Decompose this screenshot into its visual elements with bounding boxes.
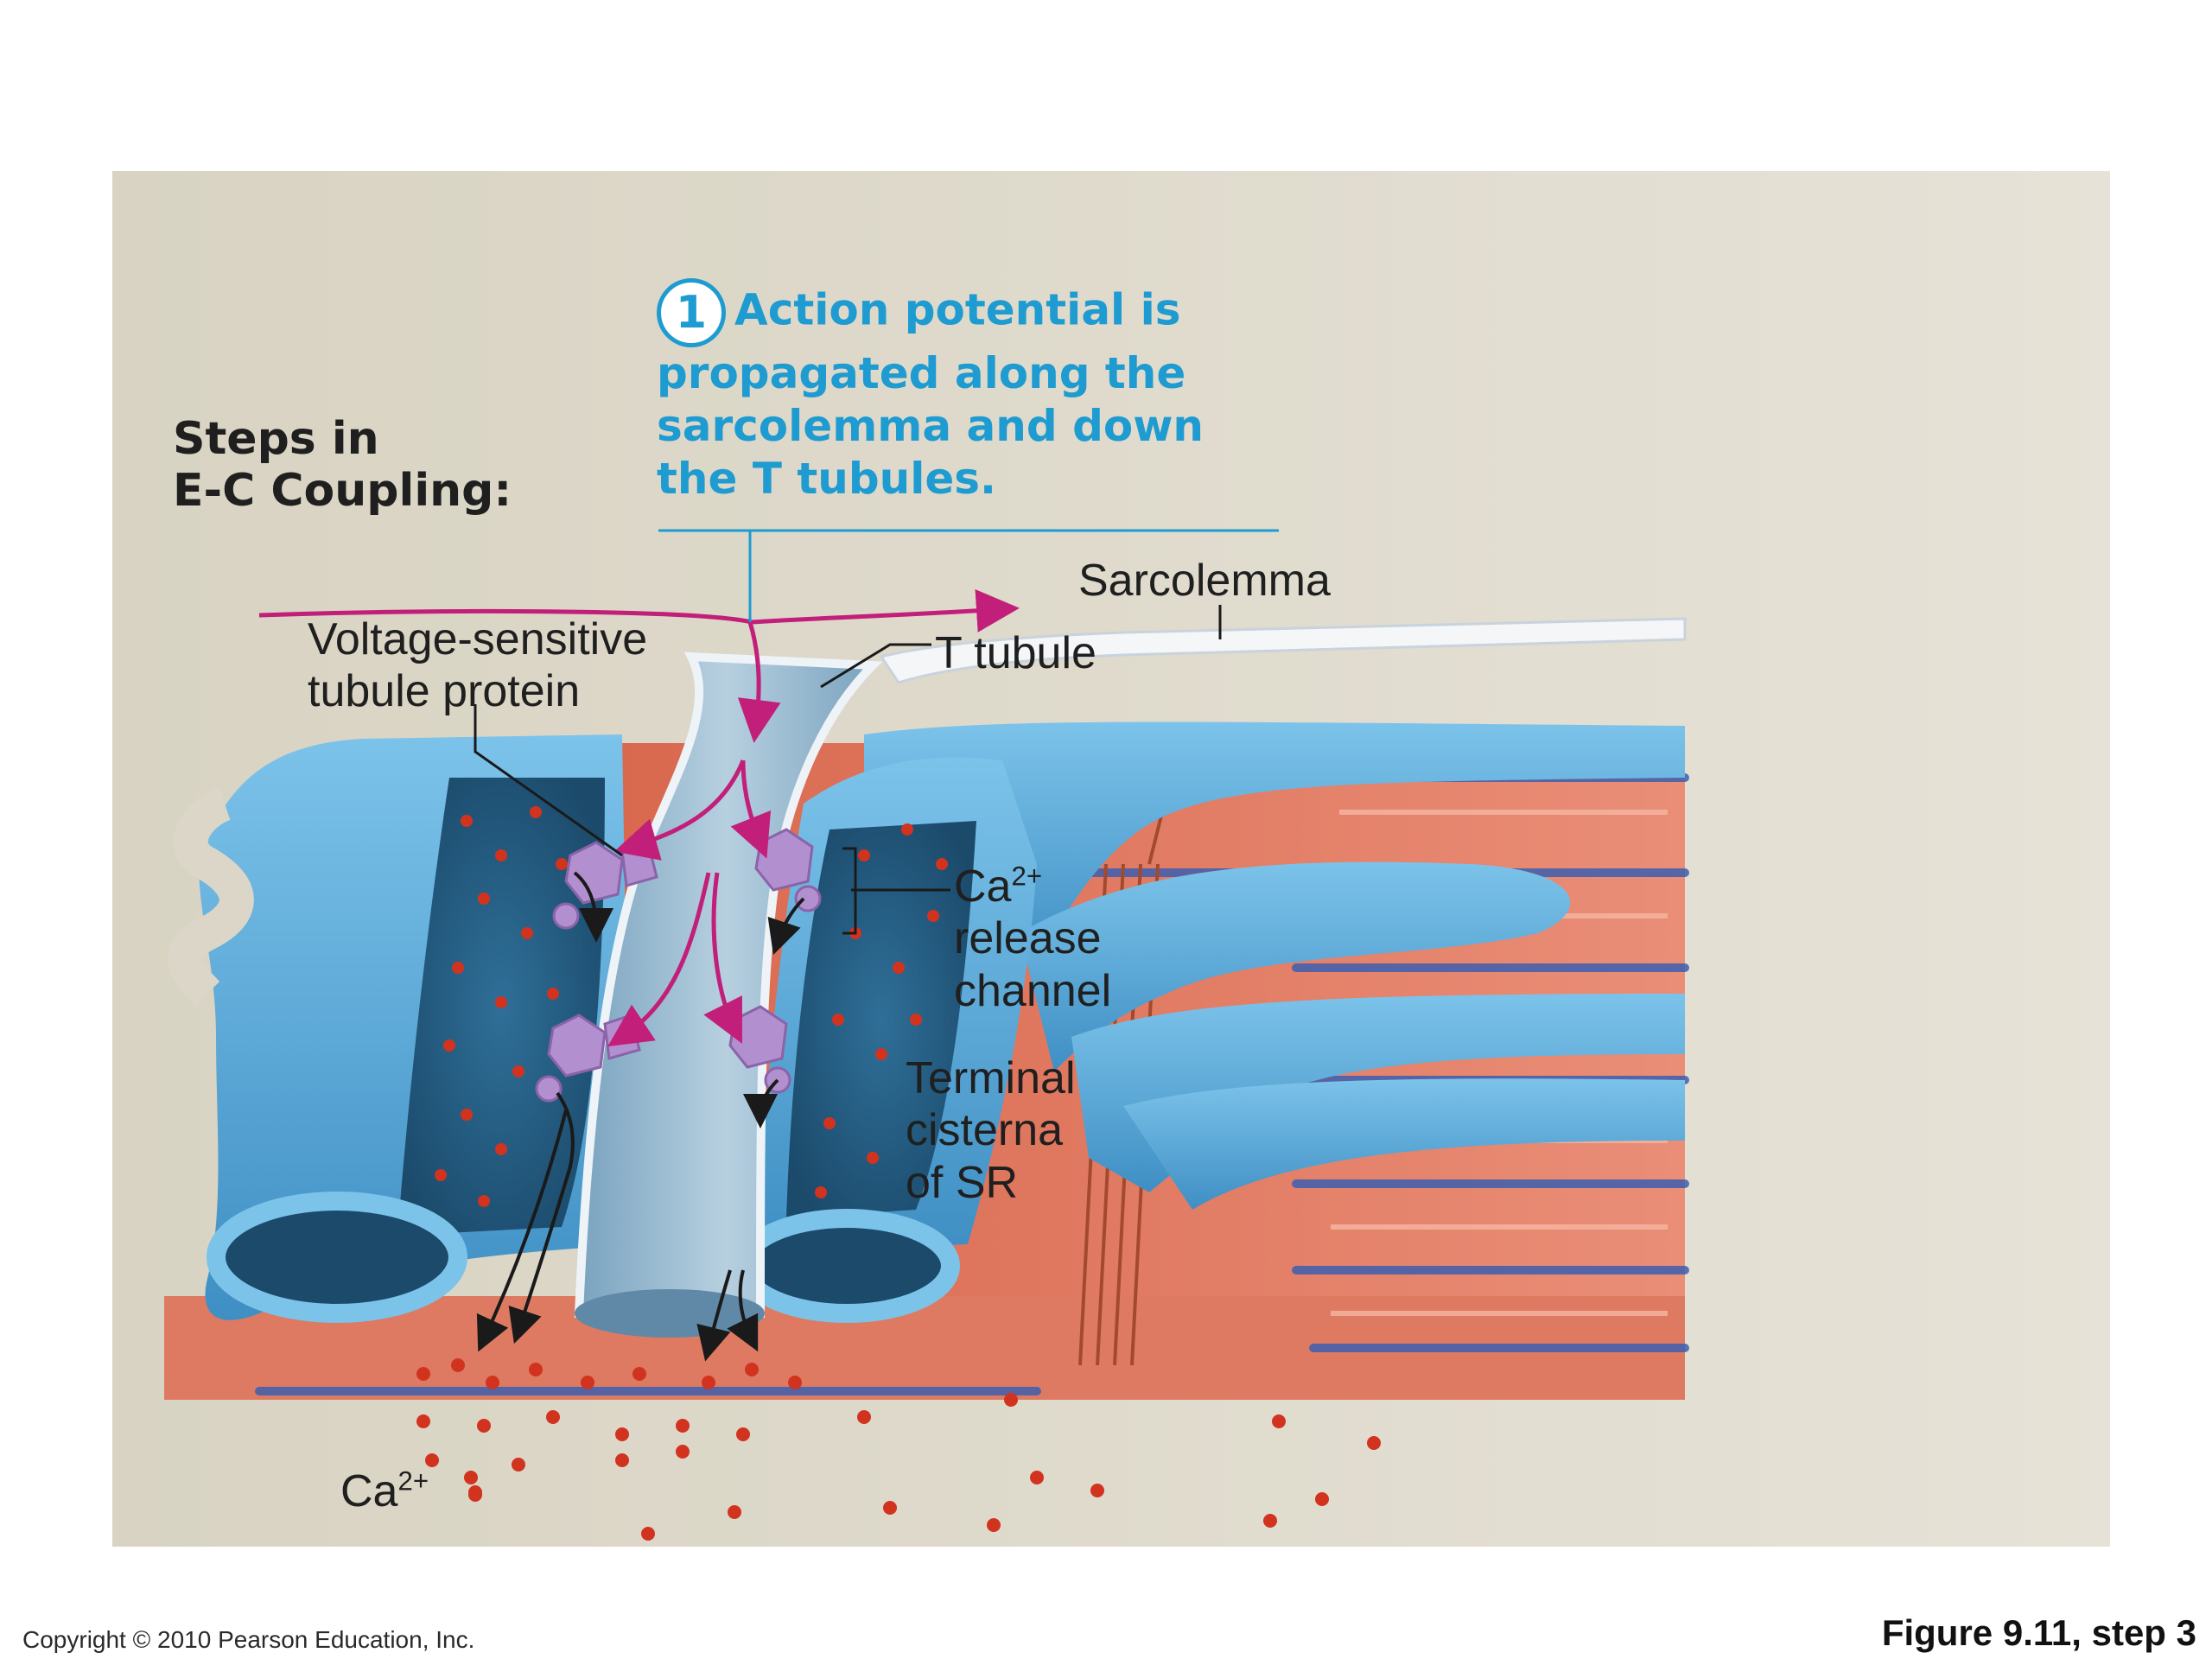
- copyright-notice: Copyright © 2010 Pearson Education, Inc.: [22, 1626, 475, 1653]
- label-ca-release-line-2: release: [954, 913, 1102, 964]
- steps-heading: Steps in E-C Coupling:: [173, 413, 512, 518]
- calcium-flow-arrows: [476, 871, 805, 1362]
- label-calcium-charge: 2+: [397, 1465, 429, 1497]
- sarcolemma-membrane: [879, 617, 1687, 684]
- label-sarcolemma: Sarcolemma: [1078, 556, 1331, 606]
- calcium-ions-stored: [435, 806, 948, 1207]
- label-ca-release-ion: Ca: [954, 861, 1012, 912]
- label-voltage-sensitive-line-2: tubule protein: [308, 666, 581, 717]
- label-voltage-sensitive-line-1: Voltage-sensitive: [308, 614, 648, 664]
- label-terminal-cisterna-line-1: Terminal: [906, 1053, 1076, 1103]
- step-1-line-1: Action potential is: [734, 284, 1181, 335]
- sarcoplasmic-reticulum: [167, 721, 1685, 1323]
- label-t-tubule: T tubule: [935, 628, 1096, 678]
- label-voltage-sensitive-protein: Voltage-sensitive tubule protein: [308, 613, 647, 718]
- step-1-line-3: sarcolemma and down: [657, 401, 1205, 451]
- label-calcium-ion: Ca: [340, 1466, 398, 1516]
- label-terminal-cisterna: Terminal cisterna of SR: [906, 1052, 1076, 1209]
- leader-lines: [474, 529, 1279, 935]
- step-1-line-2: propagated along the: [657, 348, 1186, 398]
- label-ca-release-line-1: Ca2+: [954, 861, 1111, 912]
- label-ca-release-channel: Ca2+ release channel: [954, 861, 1111, 1017]
- steps-heading-line-2: E-C Coupling:: [173, 465, 512, 518]
- label-ca-release-line-3: channel: [954, 965, 1112, 1016]
- steps-heading-line-1: Steps in: [173, 413, 379, 465]
- step-1-line-4: the T tubules.: [657, 454, 997, 504]
- calcium-ions-released: [416, 1358, 1381, 1541]
- label-terminal-cisterna-line-3: of SR: [906, 1157, 1019, 1208]
- label-calcium: Ca2+: [340, 1465, 429, 1517]
- action-potential-arrows: [258, 588, 1020, 1047]
- label-ca-release-charge: 2+: [1011, 861, 1043, 892]
- step-number-badge: 1: [657, 278, 726, 347]
- label-terminal-cisterna-line-2: cisterna: [906, 1105, 1064, 1156]
- figure-caption: Figure 9.11, step 3: [1881, 1612, 2196, 1653]
